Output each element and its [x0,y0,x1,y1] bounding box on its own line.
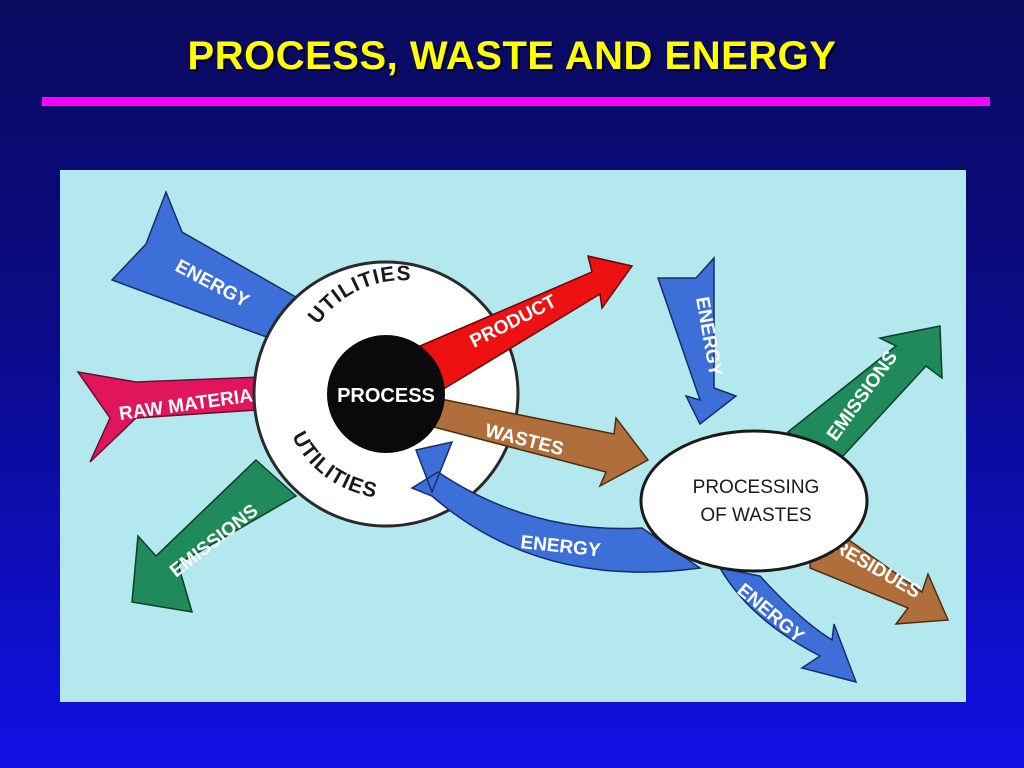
slide-title: PROCESS, WASTE AND ENERGY [187,34,837,78]
processing-line2-label: OF WASTES [700,505,811,526]
processing-of-wastes-node: PROCESSING OF WASTES [639,429,869,573]
energy-to-waste-arrow: ENERGY [656,256,738,426]
process-node: PROCESS [327,335,445,453]
energy-output-arrow: ENERGY [718,566,858,684]
process-label: PROCESS [337,385,435,407]
process-flow-diagram: ENERGY RAW MATERIAL UTILITIES UTILITIES … [76,189,950,684]
diagram-panel: ENERGY RAW MATERIAL UTILITIES UTILITIES … [60,170,966,702]
emissions-left-arrow: EMISSIONS [131,458,298,613]
title-underline [42,97,990,106]
processing-line1-label: PROCESSING [693,477,820,498]
